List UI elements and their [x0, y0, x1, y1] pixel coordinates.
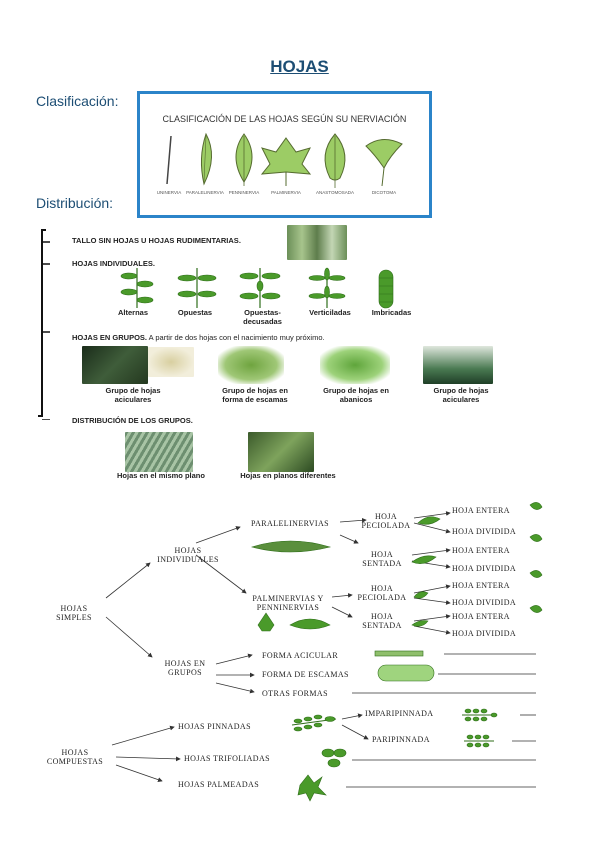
- otras-formas-node: OTRAS FORMAS: [262, 689, 328, 698]
- tallo-photo: [287, 225, 347, 260]
- aciculares-photo: [82, 346, 148, 384]
- distribucion-grupos-heading: DISTRIBUCIÓN DE LOS GRUPOS.: [72, 416, 193, 425]
- grupos-heading-line: HOJAS EN GRUPOS. A partir de dos hojas c…: [72, 327, 325, 345]
- planos-diferentes-photo: [248, 432, 314, 472]
- grupo-type-label: Grupo de hojas aciculares: [105, 386, 161, 404]
- hojas-compuestas-node: HOJAS COMPUESTAS: [46, 748, 104, 766]
- aciculares-sketch: [148, 347, 194, 377]
- individual-type-label: Alternas: [117, 308, 148, 317]
- clasificacion-image-title: CLASIFICACIÓN DE LAS HOJAS SEGÚN SU NERV…: [162, 114, 407, 124]
- hojas-simples-node: HOJAS SIMPLES: [56, 604, 92, 622]
- sentada-node: HOJA SENTADA: [362, 550, 402, 568]
- entera-node: HOJA ENTERA: [452, 581, 510, 590]
- dividida-node: HOJA DIVIDIDA: [452, 629, 517, 638]
- entera-node: HOJA ENTERA: [452, 546, 510, 555]
- type-label: PARALELINERVIA: [186, 190, 224, 195]
- peciolada-node: HOJA PECIOLADA: [361, 512, 411, 530]
- individual-type-label: Imbricadas: [371, 308, 412, 317]
- tallo-heading: TALLO SIN HOJAS U HOJAS RUDIMENTARIAS.: [72, 236, 241, 245]
- grupo-type-label: Grupo de hojas en abanicos: [323, 386, 389, 404]
- individual-type-label: Opuestas: [177, 308, 213, 317]
- entera-node: HOJA ENTERA: [452, 506, 510, 515]
- individuales-heading: HOJAS INDIVIDUALES.: [72, 259, 155, 268]
- aciculares-photo-2: [423, 346, 493, 384]
- classification-tree-connectors: [105, 502, 543, 802]
- page-title: HOJAS: [270, 57, 329, 76]
- type-label: UNINERVIA: [156, 190, 182, 195]
- peciolada-node: HOJA PECIOLADA: [357, 584, 407, 602]
- palminervias-node: PALMINERVIAS Y PENNINERVIAS: [252, 594, 324, 612]
- escamas-photo: [218, 346, 284, 384]
- grupo-type-label: Grupo de hojas en forma de escamas: [222, 386, 288, 404]
- type-label: PENNINERVIA: [228, 190, 260, 195]
- forma-acicular-node: FORMA ACICULAR: [262, 651, 339, 660]
- distribucion-heading: Distribución:: [36, 195, 114, 211]
- type-label: PALMINERVIA: [271, 190, 301, 195]
- dividida-node: HOJA DIVIDIDA: [452, 564, 517, 573]
- leaf-venation-illustration: [166, 132, 403, 188]
- abanicos-photo: [320, 346, 390, 384]
- individual-type-label: Verticiladas: [309, 308, 351, 317]
- imparipinnada-node: IMPARIPINNADA: [365, 709, 434, 718]
- distribucion-bracket: [38, 229, 50, 420]
- plano-type-label: Hojas en el mismo plano: [117, 471, 205, 480]
- dividida-node: HOJA DIVIDIDA: [452, 527, 517, 536]
- entera-node: HOJA ENTERA: [452, 612, 510, 621]
- forma-escamas-node: FORMA DE ESCAMAS: [262, 670, 349, 679]
- grupos-heading: HOJAS EN GRUPOS.: [72, 333, 148, 342]
- clasificacion-image: CLASIFICACIÓN DE LAS HOJAS SEGÚN SU NERV…: [137, 91, 432, 218]
- hojas-individuales-node: HOJAS INDIVIDUALES: [157, 546, 219, 564]
- paripinnada-node: PARIPINNADA: [372, 735, 430, 744]
- paralelinervias-node: PARALELINERVIAS: [251, 519, 329, 528]
- trifoliadas-node: HOJAS TRIFOLIADAS: [184, 754, 270, 763]
- mismo-plano-photo: [125, 432, 193, 472]
- pinnadas-node: HOJAS PINNADAS: [178, 722, 251, 731]
- dividida-node: HOJA DIVIDIDA: [452, 598, 517, 607]
- clasificacion-heading: Clasificación:: [36, 93, 119, 109]
- sentada-node: HOJA SENTADA: [362, 612, 402, 630]
- plano-type-label: Hojas en planos diferentes: [240, 471, 336, 480]
- grupo-type-label: Grupo de hojas aciculares: [433, 386, 489, 404]
- individual-type-label: Opuestas-decusadas: [243, 308, 282, 326]
- grupos-note: A partir de dos hojas con el nacimiento …: [147, 333, 325, 342]
- hojas-grupos-node: HOJAS EN GRUPOS: [164, 659, 206, 677]
- type-label: DICOTOMA: [371, 190, 397, 195]
- individual-leaf-arrangement-illustrations: [120, 267, 394, 309]
- palmeadas-node: HOJAS PALMEADAS: [178, 780, 260, 789]
- type-label: ANASTOMOSADA: [316, 190, 354, 195]
